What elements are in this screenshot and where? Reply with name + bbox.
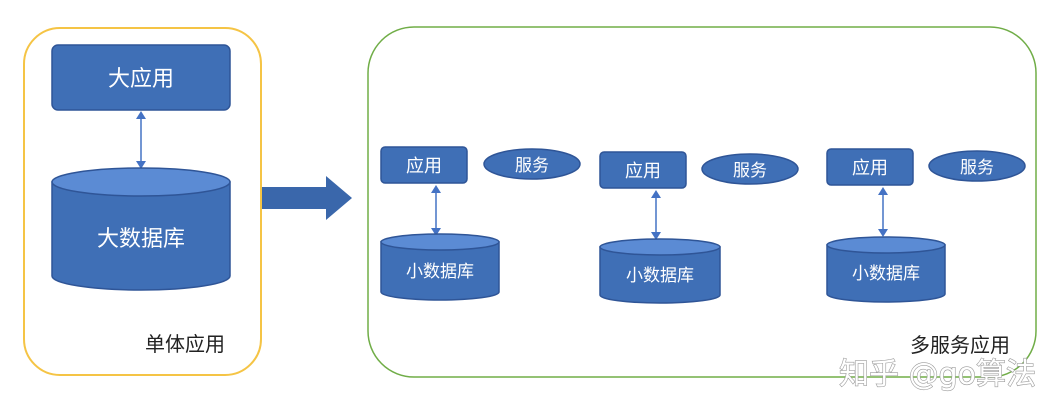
app-label: 应用 xyxy=(852,158,888,179)
big-app-label: 大应用 xyxy=(108,67,174,92)
db-label: 小数据库 xyxy=(852,264,920,284)
connector-arrow-down xyxy=(651,232,661,240)
db-cylinder xyxy=(380,233,500,301)
big-db-label: 大数据库 xyxy=(97,227,185,252)
microservices-container xyxy=(367,26,1037,378)
transition-arrow xyxy=(262,176,352,220)
service-ellipse xyxy=(928,150,1026,182)
service-label: 服务 xyxy=(515,156,549,176)
connector-arrow-up xyxy=(651,190,661,198)
big-connector-arrow-down xyxy=(136,161,146,169)
service-ellipse xyxy=(701,153,799,185)
microservices-caption: 多服务应用 xyxy=(910,333,1010,357)
connector-arrow-down xyxy=(878,229,888,237)
app-label: 应用 xyxy=(625,161,661,182)
connector-arrow-up xyxy=(878,187,888,195)
big-connector-arrow-up xyxy=(136,111,146,119)
watermark: 知乎 @go算法 xyxy=(839,357,1036,392)
app-label: 应用 xyxy=(406,156,442,177)
connector-arrow-up xyxy=(431,185,441,193)
service-label: 服务 xyxy=(733,161,767,181)
service-unit-2: 应用 服务 小数据库 xyxy=(599,151,799,304)
db-label: 小数据库 xyxy=(626,266,694,286)
service-unit-1: 应用 服务 小数据库 xyxy=(380,146,581,301)
app-box xyxy=(826,148,914,186)
big-db-cylinder xyxy=(51,167,231,291)
app-box xyxy=(599,151,687,189)
big-app-box xyxy=(51,44,231,111)
db-cylinder xyxy=(826,236,946,303)
connector-arrow-down xyxy=(431,228,441,236)
monolith-container xyxy=(23,27,262,376)
db-label: 小数据库 xyxy=(406,262,474,282)
service-ellipse xyxy=(483,148,581,180)
app-box xyxy=(380,146,468,184)
service-unit-3: 应用 服务 小数据库 xyxy=(826,148,1026,303)
service-label: 服务 xyxy=(960,158,994,178)
db-cylinder xyxy=(599,238,721,304)
monolith-caption: 单体应用 xyxy=(145,332,225,356)
